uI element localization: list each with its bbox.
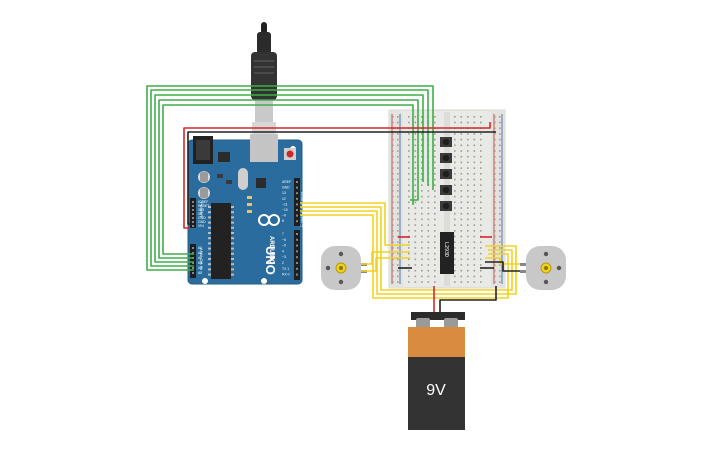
digital-pin-label: ~11 <box>282 202 288 206</box>
power-pin-label: 5V <box>198 212 203 216</box>
yellow-wires <box>300 202 517 299</box>
power-header-label: POWER <box>199 202 204 217</box>
digital-header-low <box>294 230 300 280</box>
analog-pin-label: A0 <box>198 246 202 250</box>
digital-pin-label: 4 <box>282 249 284 253</box>
power-pin-label: IOREF <box>198 200 208 204</box>
led-l <box>247 196 252 199</box>
battery-9v[interactable]: 9V <box>408 312 465 430</box>
led-tx <box>247 203 252 206</box>
digital-pin-label: GND <box>282 186 290 190</box>
crystal <box>238 168 248 190</box>
battery-terminal-negative <box>444 318 458 328</box>
analog-header-label: ANALOG IN <box>199 248 204 270</box>
power-pin-label: RESET <box>198 204 209 208</box>
digital-pin-label: 8 <box>282 219 284 223</box>
analog-pin-label: A1 <box>198 251 202 255</box>
brand-label: ARDUINO <box>268 236 274 264</box>
digital-header-label: DIGITAL (PWM~) <box>300 192 305 227</box>
analog-pin-label: A2 <box>198 256 202 260</box>
arduino-logo <box>258 214 280 226</box>
digital-pin-label: 12 <box>282 197 286 201</box>
analog-pin-label: A3 <box>198 261 202 265</box>
analog-pin-label: A4 <box>198 266 202 270</box>
power-pin-label: 3V3 <box>198 208 204 212</box>
power-pin-label: GND <box>198 216 206 220</box>
arduino-uno-board[interactable]: ARDUINO UNO DIGITAL (PWM~) POWER ANALOG … <box>187 134 305 285</box>
digital-pin-label: ~9 <box>282 214 286 218</box>
battery-terminal-positive <box>416 318 430 328</box>
power-pin-label: GND <box>198 220 206 224</box>
battery-label: 9V <box>426 382 446 399</box>
battery-black-lead <box>439 286 497 312</box>
analog-header <box>190 244 196 278</box>
red-5v-wire <box>183 122 491 229</box>
usb-port <box>250 134 278 162</box>
motor-driver-label: L293D <box>443 242 449 257</box>
motor-driver-ic <box>440 232 454 274</box>
digital-pin-label: ~5 <box>282 244 286 248</box>
digital-pin-label: ~10 <box>282 208 288 212</box>
left-motor[interactable] <box>321 246 367 290</box>
power-pin-label: VIN <box>198 224 204 228</box>
microcontroller-chip <box>211 203 231 279</box>
digital-pin-label: ~3 <box>282 255 286 259</box>
led-rx <box>247 210 252 213</box>
digital-pin-label: ~6 <box>282 238 286 242</box>
wires <box>146 85 520 312</box>
digital-header-high <box>294 178 300 226</box>
digital-pin-label: 7 <box>282 232 284 236</box>
analog-pin-label: A5 <box>198 271 202 275</box>
black-gnd-wire <box>187 131 496 225</box>
model-label: UNO <box>263 246 278 275</box>
digital-pin-label: TX 1 <box>282 267 289 271</box>
digital-pin-label: AREF <box>282 180 291 184</box>
digital-pin-label: 13 <box>282 191 286 195</box>
right-motor[interactable] <box>520 246 566 290</box>
green-wires <box>146 85 434 271</box>
digital-pin-label: 2 <box>282 261 284 265</box>
digital-pin-label: RX 0 <box>282 273 290 277</box>
